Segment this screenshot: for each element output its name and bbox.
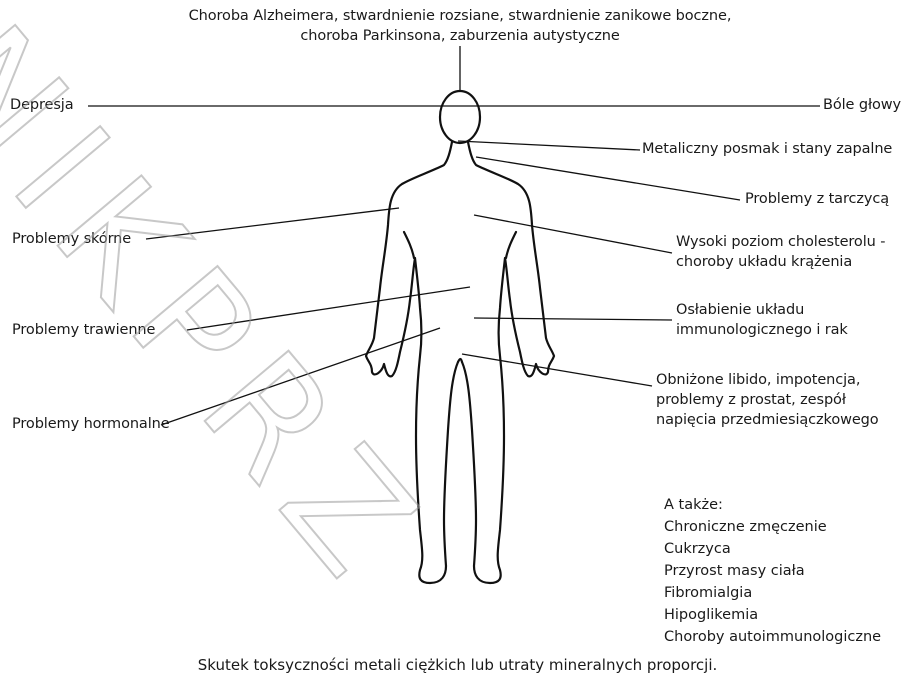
label-metallic-taste: Metaliczny posmak i stany zapalne [642,139,892,159]
label-libido-line2: problemy z prostat, zespół [656,390,879,410]
label-depression: Depresja [10,95,74,115]
label-cholesterol-line2: choroby układu krążenia [676,252,885,272]
also-item: Przyrost masy ciała [664,560,881,582]
label-neuro-line2: choroba Parkinsona, zaburzenia autystycz… [160,26,760,46]
label-neuro: Choroba Alzheimera, stwardnienie rozsian… [160,6,760,46]
also-item: Choroby autoimmunologiczne [664,626,881,648]
also-title: A także: [664,494,881,516]
label-immune-line2: immunologicznego i rak [676,320,848,340]
label-cholesterol-line1: Wysoki poziom cholesterolu - [676,232,885,252]
label-thyroid: Problemy z tarczycą [745,189,889,209]
label-cholesterol: Wysoki poziom cholesterolu - choroby ukł… [676,232,885,272]
caption: Skutek toksyczności metali ciężkich lub … [0,656,915,674]
label-neuro-line1: Choroba Alzheimera, stwardnienie rozsian… [160,6,760,26]
also-item: Cukrzyca [664,538,881,560]
label-libido-line1: Obniżone libido, impotencja, [656,370,879,390]
label-immune-line1: Osłabienie układu [676,300,848,320]
label-libido-line3: napięcia przedmiesiączkowego [656,410,879,430]
also-item: Chroniczne zmęczenie [664,516,881,538]
label-skin: Problemy skórne [12,229,131,249]
also-item: Fibromialgia [664,582,881,604]
label-digestive: Problemy trawienne [12,320,155,340]
also-item: Hipoglikemia [664,604,881,626]
label-hormonal: Problemy hormonalne [12,414,170,434]
also-list: A także: Chroniczne zmęczenie Cukrzyca P… [664,494,881,648]
label-libido: Obniżone libido, impotencja, problemy z … [656,370,879,430]
label-immune: Osłabienie układu immunologicznego i rak [676,300,848,340]
label-headache: Bóle głowy [823,95,901,115]
